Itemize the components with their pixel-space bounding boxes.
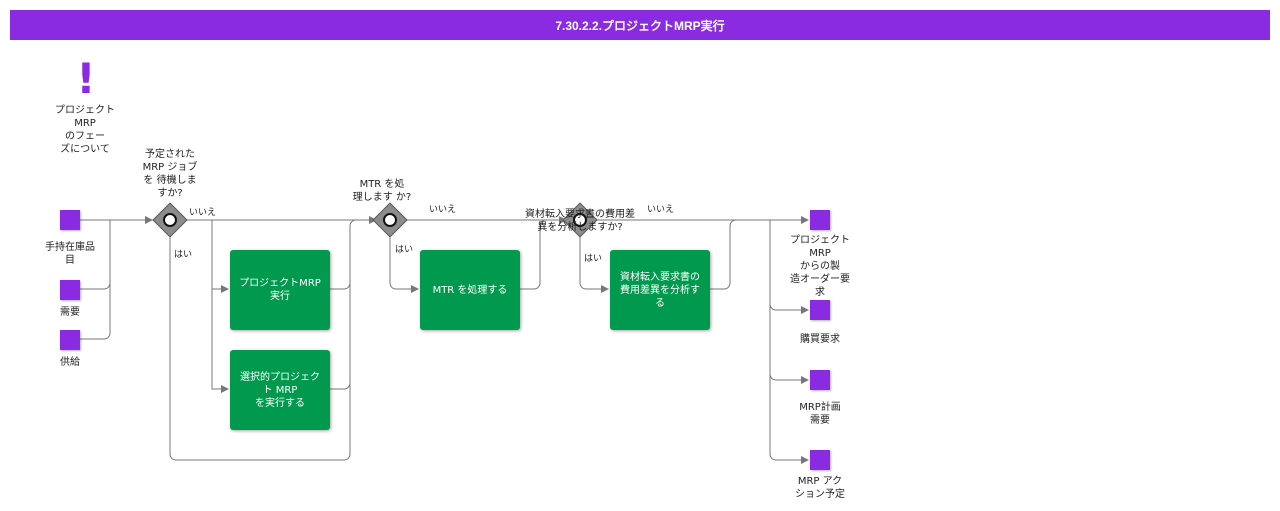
connector-to-task-4 [579, 236, 609, 293]
connector-to-output-4 [769, 220, 809, 464]
gateway-1-yes-label: はい [174, 250, 193, 260]
input-label: 手持在庫品 目 [45, 242, 95, 266]
connector-task-2-out [330, 382, 351, 390]
gateway-1-no-label: いいえ [189, 208, 217, 218]
task-run-selective-project-mrp[interactable]: 選択的プロジェクト MRP を実行する [230, 350, 330, 430]
input-on-hand-items[interactable] [60, 210, 80, 230]
output-production-order-requests[interactable] [810, 210, 830, 230]
output-label: MRP アク ション予定 [795, 476, 845, 500]
connector-to-task-1 [211, 220, 229, 293]
output-mrp-action-schedule[interactable] [810, 450, 830, 470]
input-label: 需要 [60, 307, 80, 318]
output-purchase-requisition[interactable] [810, 300, 830, 320]
gateway-1[interactable] [152, 202, 188, 238]
gateway-2-question: MTR を処 理します か? [352, 179, 412, 203]
input-label: 供給 [60, 357, 80, 368]
connector-task-4-out [710, 219, 737, 290]
connector-to-output-2 [769, 303, 809, 314]
output-mrp-planned-demand[interactable] [810, 370, 830, 390]
gateway-3[interactable] [562, 202, 598, 238]
connector-g1-yes-bypass [169, 219, 360, 461]
exclamation-icon[interactable]: ! [76, 54, 96, 103]
gateway-2-no-label: いいえ [429, 205, 457, 215]
gateway-2[interactable] [372, 202, 408, 238]
gateway-3-no-label: いいえ [647, 205, 675, 215]
output-label: MRP計画 需要 [799, 402, 841, 426]
connector-to-output-3 [769, 373, 809, 384]
connector-supply [80, 230, 111, 340]
gateway-1-question: 予定された MRP ジョブ を 待機しま すか? [142, 149, 198, 199]
output-label: 購買要求 [800, 334, 840, 345]
task-process-mtr[interactable]: MTR を処理する [420, 250, 520, 330]
gateway-2-yes-label: はい [395, 245, 414, 255]
gateway-3-question: 資材転入要求書の費用差 異を分析しますか? [525, 209, 635, 233]
connector-task-1-out [330, 282, 351, 290]
task-analyze-mtr-cost-variance[interactable]: 資材転入要求書の 費用差異を分析す る [610, 250, 710, 330]
input-supply[interactable] [60, 330, 80, 350]
about-phase-label[interactable]: プロジェクト MRP のフェー ズについて [55, 105, 115, 155]
connector-to-task-3 [389, 236, 419, 293]
connector-task-3-out [520, 219, 547, 290]
input-demand[interactable] [60, 280, 80, 300]
task-run-project-mrp[interactable]: プロジェクトMRP 実行 [230, 250, 330, 330]
output-label: プロジェクト MRP からの製 造オーダー要 求 [790, 235, 850, 298]
connector-to-task-2 [211, 289, 229, 393]
page-title: 7.30.2.2.プロジェクトMRP実行 [10, 10, 1270, 40]
gateway-3-yes-label: はい [584, 254, 603, 264]
